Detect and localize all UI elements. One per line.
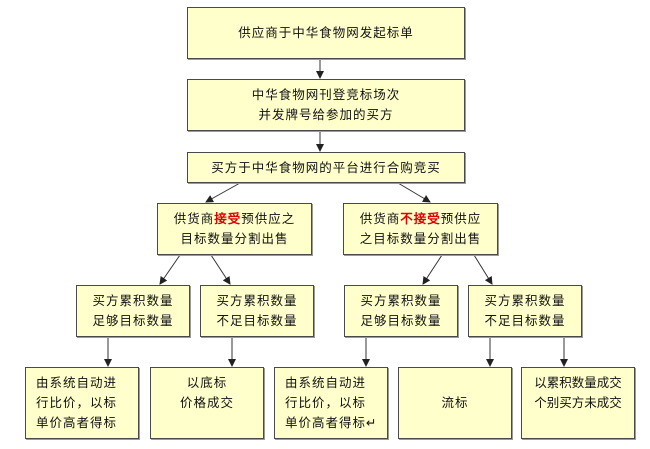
node-text: 之目标数量分割出售 <box>359 231 482 246</box>
node-text: 买方累积数量 <box>92 293 174 308</box>
node-reject-enough: 买方累积数量 足够目标数量 <box>344 285 458 337</box>
node-accept-enough: 买方累积数量 足够目标数量 <box>76 285 190 337</box>
node-result-partial: 以累积数量成交 个别买方未成交 <box>521 367 635 439</box>
node-text: 供货商不接受预供应 <box>360 209 482 229</box>
node-bidding: 买方于中华食物网的平台进行合购竞买 <box>187 152 465 183</box>
node-text: 买方累积数量 <box>484 293 566 308</box>
node-text: 行比价，以标 <box>285 395 367 410</box>
node-text: 买方累积数量 <box>360 293 442 308</box>
node-text: 不足目标数量 <box>216 313 298 328</box>
node-text: 行比价，以标 <box>36 395 118 410</box>
node-text: 并发牌号给参加的买方 <box>258 107 394 122</box>
node-text: 以底标 <box>186 375 228 390</box>
node-accept: 供货商接受预供应之 目标数量分割出售 <box>157 203 312 255</box>
text: 预供应 <box>440 211 482 226</box>
node-result-reserve-price: 以底标 价格成交 <box>150 367 264 439</box>
node-text: 买方于中华食物网的平台进行合购竞买 <box>211 159 441 175</box>
node-accept-short: 买方累积数量 不足目标数量 <box>200 285 314 337</box>
node-text: 以累积数量成交 <box>534 375 622 390</box>
text: 供货商 <box>173 211 215 226</box>
node-text: 单价高者得标↵ <box>285 415 378 430</box>
node-text: 足够目标数量 <box>92 313 174 328</box>
node-text: 个别买方未成交 <box>534 395 622 410</box>
highlight-text: 接受 <box>214 211 242 226</box>
node-text: 买方累积数量 <box>216 293 298 308</box>
highlight-text: 不接受 <box>400 211 441 226</box>
node-text: 供应商于中华食物网发起标单 <box>238 25 414 40</box>
arrow <box>422 254 443 285</box>
text: 预供应之 <box>241 211 296 226</box>
node-text: 中华食物网刊登竞标场次 <box>251 87 401 102</box>
node-publish: 中华食物网刊登竞标场次 并发牌号给参加的买方 <box>187 79 465 131</box>
node-text: 不足目标数量 <box>484 313 566 328</box>
node-result-auto-compare-2: 由系统自动进 行比价，以标 单价高者得标↵ <box>274 367 388 439</box>
arrow <box>159 254 181 285</box>
node-text: 目标数量分割出售 <box>180 231 289 246</box>
arrow <box>473 254 493 285</box>
node-text: 足够目标数量 <box>360 313 442 328</box>
node-text: 单价高者得标 <box>36 415 118 430</box>
node-text: 流标 <box>441 395 469 410</box>
node-text: 价格成交 <box>179 395 234 410</box>
node-text: 供货商接受预供应之 <box>174 209 296 229</box>
node-result-failed: 流标 <box>398 367 512 439</box>
text: 供货商 <box>359 211 401 226</box>
arrow <box>210 254 231 285</box>
node-start: 供应商于中华食物网发起标单 <box>187 7 465 59</box>
node-text: 由系统自动进 <box>285 375 367 390</box>
node-result-auto-compare: 由系统自动进 行比价，以标 单价高者得标 <box>25 367 139 439</box>
node-text: 由系统自动进 <box>36 375 118 390</box>
arrow <box>205 182 241 203</box>
node-reject-short: 买方累积数量 不足目标数量 <box>468 285 582 337</box>
arrow <box>397 182 431 203</box>
node-reject: 供货商不接受预供应 之目标数量分割出售 <box>343 203 498 255</box>
